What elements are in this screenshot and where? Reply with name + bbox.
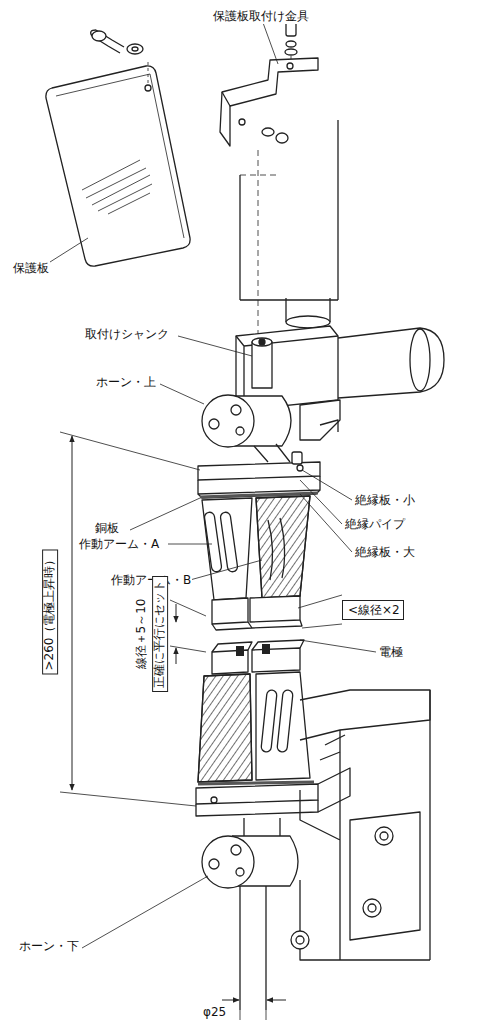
part-label: 絶縁パイプ — [344, 518, 406, 532]
part-label: ホーン・下 — [18, 940, 80, 954]
part-label: φ25 — [202, 1006, 227, 1020]
part-label: 保護板 — [12, 262, 50, 276]
dimension-box: <線径×2 — [342, 600, 404, 620]
dimension-label: 線径＋5～10 — [135, 598, 149, 671]
part-label: ホーン・上 — [95, 376, 157, 390]
part-label: 作動アーム・A — [78, 538, 160, 552]
part-label: 取付けシャンク — [84, 328, 170, 342]
dimension-label: >260（電極上昇時） — [42, 550, 58, 675]
dimension-label: 正確に平行にセット — [152, 576, 168, 692]
part-label: 絶縁板・小 — [354, 494, 416, 508]
part-label: 絶縁板・大 — [354, 546, 416, 560]
part-label: 銅板 — [94, 522, 120, 536]
dimension-text: <線径×2 — [348, 604, 398, 618]
part-label: 保護板取付け金具 — [212, 10, 310, 24]
part-label: 電極 — [378, 646, 404, 660]
